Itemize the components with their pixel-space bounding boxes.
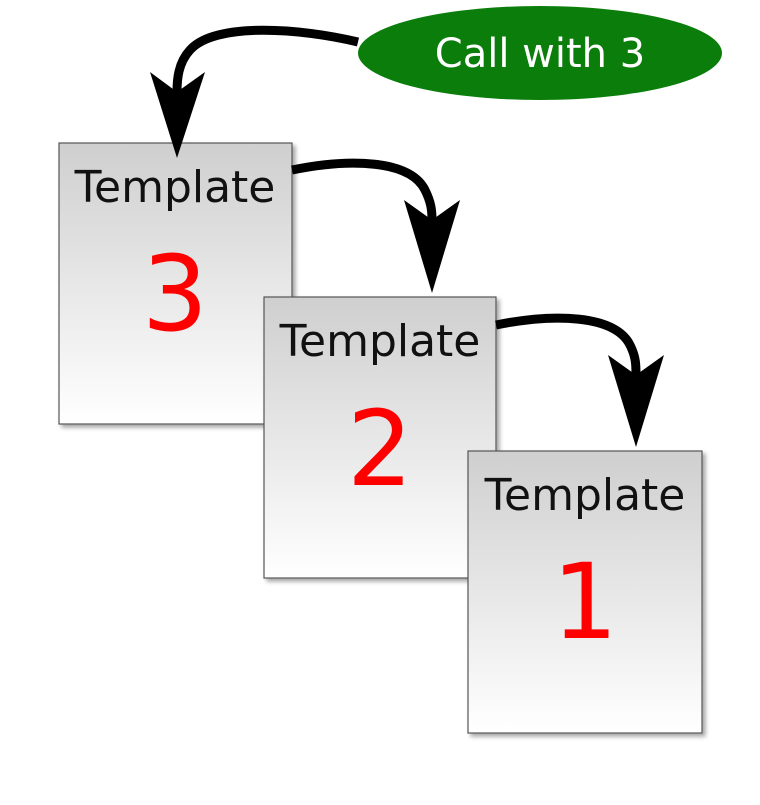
template-card-1-number: 1 xyxy=(552,541,618,663)
template-card-2: Template 2 xyxy=(263,296,497,579)
template-card-3-label: Template xyxy=(74,162,276,213)
template-card-3-box xyxy=(58,142,293,425)
arrow-call-to-template-3-shaft xyxy=(172,25,360,93)
call-bubble: Call with 3 xyxy=(358,6,722,100)
arrow-template-3-to-2-head xyxy=(404,200,460,293)
arrow-call-to-template-3 xyxy=(150,25,360,158)
template-card-2-number: 2 xyxy=(347,388,413,510)
template-card-1-box xyxy=(467,450,703,734)
template-card-2-box xyxy=(263,296,497,579)
arrow-template-2-to-1-head xyxy=(608,355,664,447)
template-card-2-label: Template xyxy=(279,316,481,367)
template-card-3: Template 3 xyxy=(58,142,293,425)
call-bubble-label: Call with 3 xyxy=(435,31,645,77)
arrow-template-3-to-2 xyxy=(291,158,460,293)
template-card-1-label: Template xyxy=(484,470,686,521)
arrow-template-2-to-1-shaft xyxy=(495,313,641,376)
arrow-template-2-to-1 xyxy=(495,313,664,447)
call-bubble-shape xyxy=(358,6,722,100)
arrow-template-3-to-2-shaft xyxy=(291,158,437,221)
template-card-3-number: 3 xyxy=(142,233,208,355)
arrow-call-to-template-3-head xyxy=(150,72,205,158)
template-card-1: Template 1 xyxy=(467,450,703,734)
